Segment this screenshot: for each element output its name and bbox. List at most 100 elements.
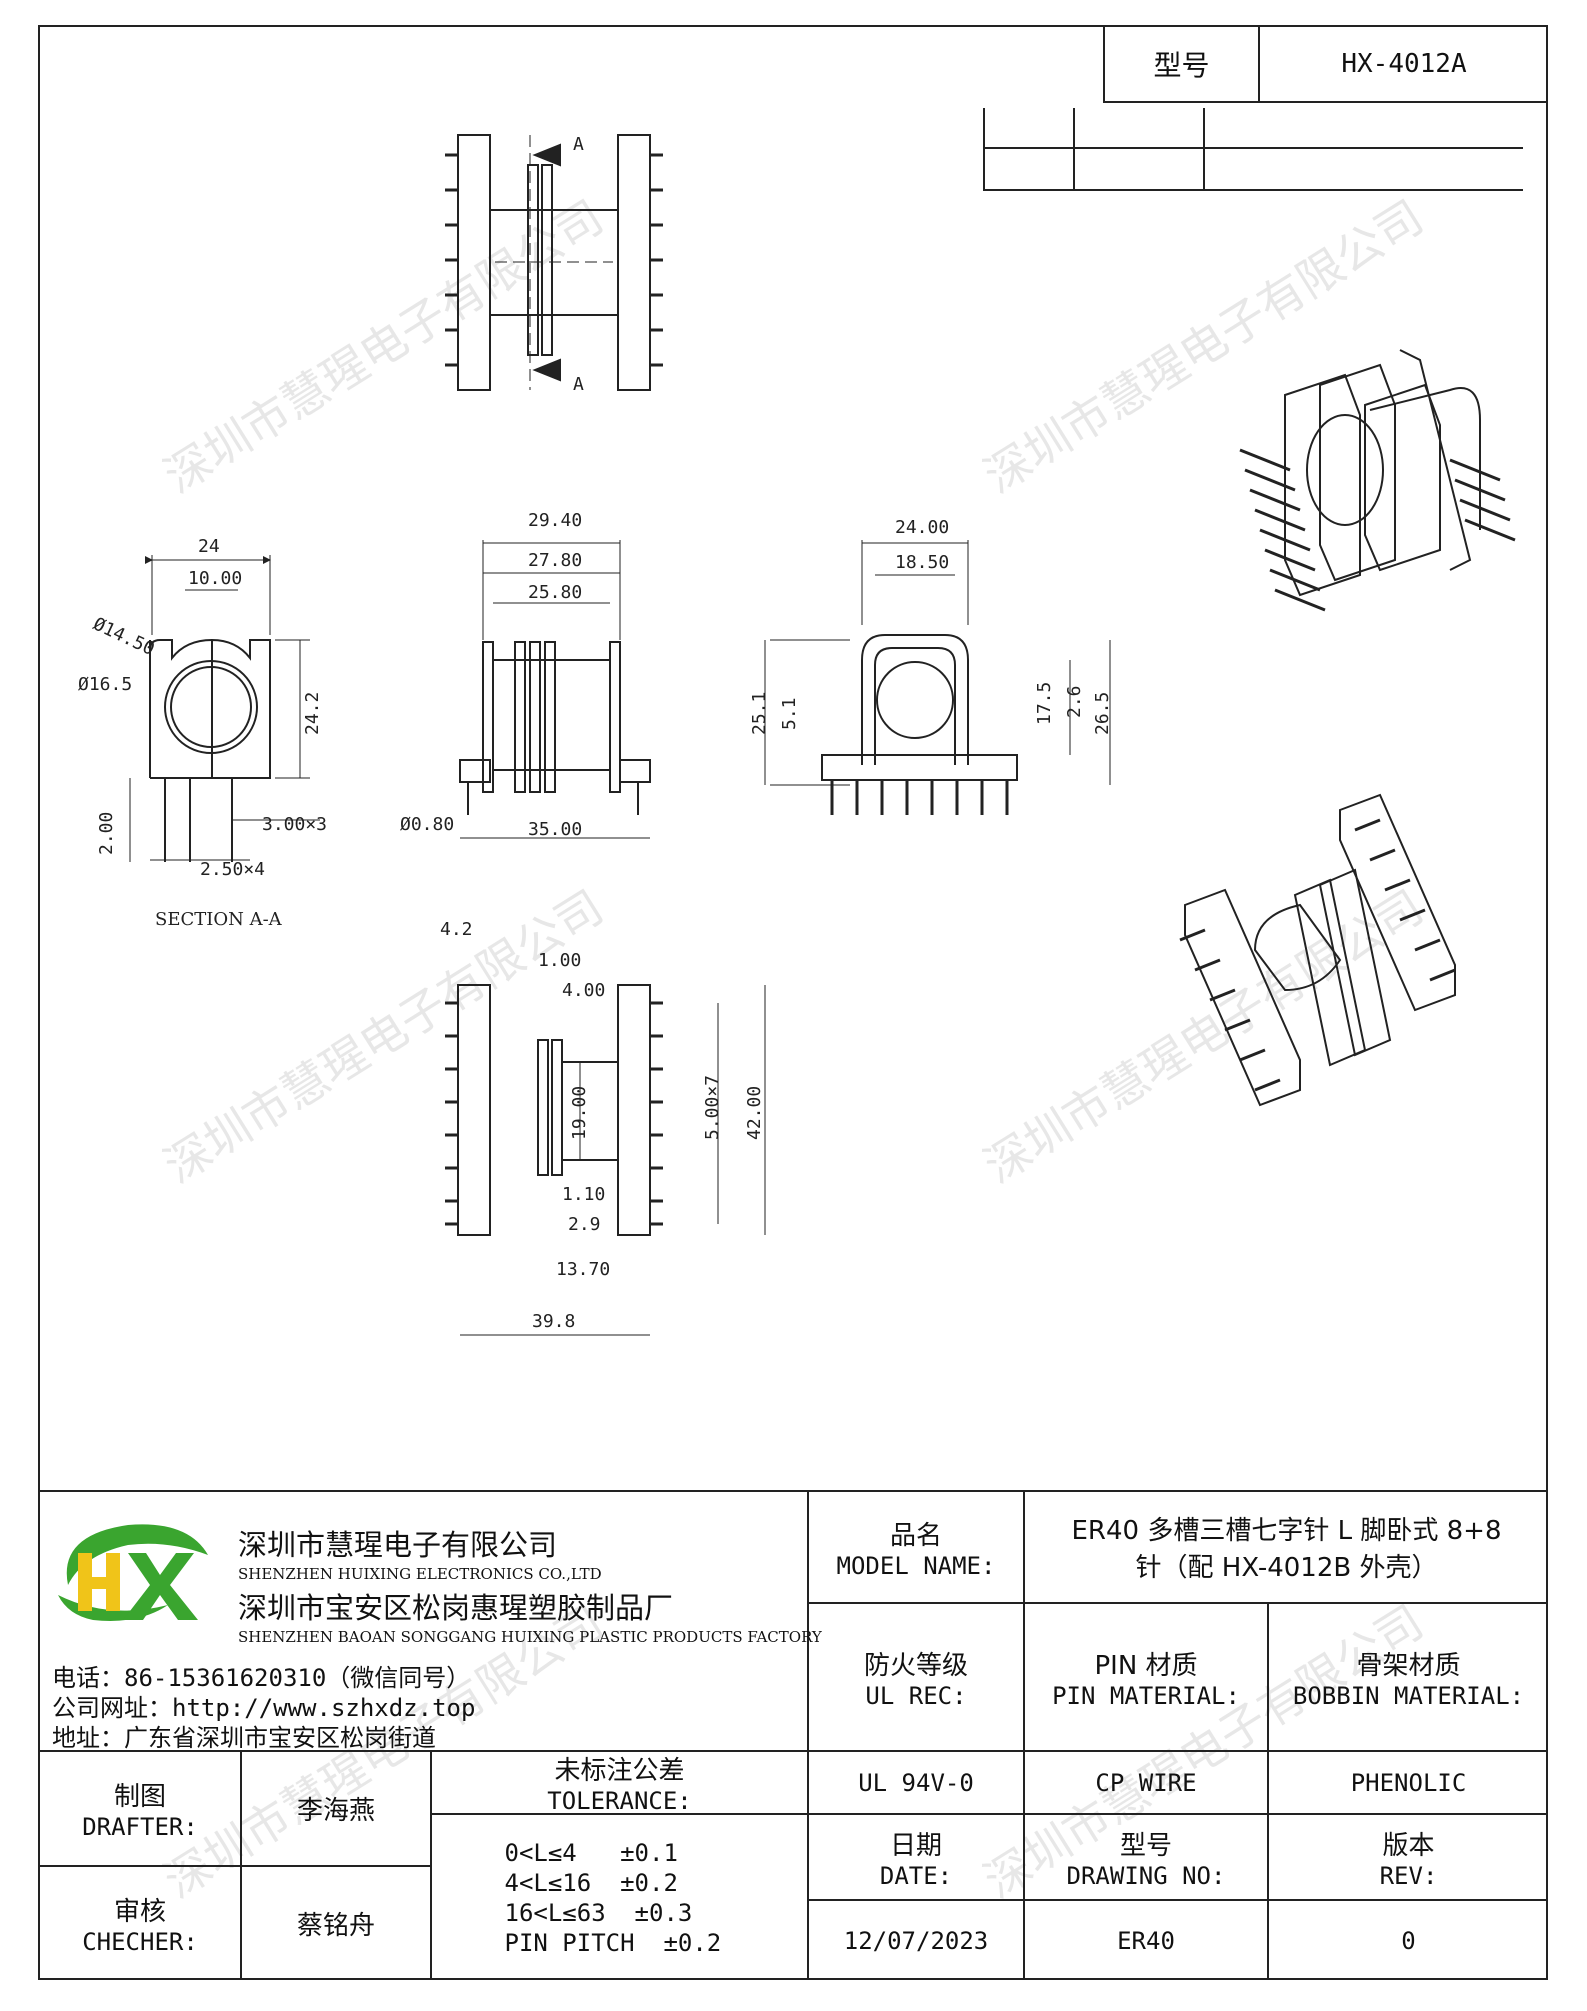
dim-label: 3.00×3 <box>262 814 327 835</box>
drafter-name: 李海燕 <box>296 1796 375 1826</box>
dim-label: 4.00 <box>562 980 605 1001</box>
header-bottom <box>1103 101 1548 103</box>
tolerance-row: PIN PITCH ±0.2 <box>504 1928 722 1957</box>
rev-cn: 版本 <box>1382 1830 1435 1861</box>
tolerance-row: 16<L≤63 ±0.3 <box>504 1898 693 1927</box>
rev-label: 版本 REV: <box>1269 1815 1548 1899</box>
section-label: SECTION A-A <box>155 909 283 930</box>
dim-label: 17.5 <box>1034 682 1055 725</box>
checker-name: 蔡铭舟 <box>296 1911 375 1941</box>
dim-label: 1.10 <box>562 1184 605 1205</box>
drafter-en: DRAFTER: <box>82 1813 198 1841</box>
header-mid <box>1258 25 1260 103</box>
pin-material-label: PIN 材质 PIN MATERIAL: <box>1025 1604 1267 1750</box>
dim-label: 2.50×4 <box>200 859 265 880</box>
tolerance-cn: 未标注公差 <box>554 1756 685 1786</box>
dim-label: Ø0.80 <box>400 814 454 835</box>
model-name-value-line2: 针（配 HX-4012B 外壳） <box>1135 1553 1438 1583</box>
title-block-line <box>38 1865 430 1867</box>
ul-rec-label: 防火等级 UL REC: <box>809 1604 1023 1750</box>
rev-value: 0 <box>1401 1926 1416 1955</box>
company-phone: 电话：86-15361620310（微信同号） <box>52 1664 471 1692</box>
ul-rec-value: UL 94V-0 <box>858 1768 974 1797</box>
front-view <box>459 540 651 839</box>
header-model-label: 型号 <box>1153 49 1210 82</box>
company-name-en: SHENZHEN HUIXING ELECTRONICS CO.,LTD <box>238 1565 602 1583</box>
title-block-line <box>807 1899 1548 1901</box>
model-name-label: 品名 MODEL NAME: <box>809 1492 1023 1602</box>
dim-label: 4.2 <box>440 919 473 940</box>
model-name-value-line1: ER40 多槽三槽七字针 L 脚卧式 8+8 <box>1071 1516 1502 1546</box>
title-block-line <box>38 1750 1548 1752</box>
section-view <box>129 555 320 862</box>
dim-label: 13.70 <box>556 1259 610 1280</box>
dim-label: 2.6 <box>1064 685 1085 718</box>
rev-table-line <box>983 147 1523 149</box>
drawing-no-value: ER40 <box>1117 1926 1175 1955</box>
pin-material-value: CP WIRE <box>1095 1768 1197 1797</box>
bobbin-material-en: BOBBIN MATERIAL: <box>1292 1681 1525 1710</box>
model-name-value: ER40 多槽三槽七字针 L 脚卧式 8+8 针（配 HX-4012B 外壳） <box>1025 1492 1548 1602</box>
drawing-frame <box>38 25 1548 1980</box>
drafter-cn: 制图 <box>113 1782 166 1812</box>
dim-label: 5.1 <box>779 697 800 730</box>
section-marker-label: A <box>573 134 584 155</box>
dim-label: 19.00 <box>569 1086 590 1140</box>
drawing-no-en: DRAWING NO: <box>1066 1861 1226 1890</box>
drawing-svg: A A 24 10.00 Ø14.50 Ø16.5 24.2 2.00 3.00… <box>78 134 1516 1336</box>
top-view <box>445 134 663 391</box>
drawing-no-label: 型号 DRAWING NO: <box>1025 1815 1267 1899</box>
model-name-en: MODEL NAME: <box>836 1551 996 1580</box>
model-name-cn: 品名 <box>889 1520 942 1551</box>
section-marker-label: A <box>573 374 584 395</box>
bobbin-material-label: 骨架材质 BOBBIN MATERIAL: <box>1269 1604 1548 1750</box>
isometric-view-2 <box>1179 793 1456 1107</box>
drafter-label: 制图 DRAFTER: <box>40 1752 240 1865</box>
factory-name-en: SHENZHEN BAOAN SONGGANG HUIXING PLASTIC … <box>238 1628 822 1646</box>
ul-rec-en: UL REC: <box>865 1681 967 1710</box>
ul-rec-cn: 防火等级 <box>863 1650 968 1681</box>
header-model-value: HX-4012A <box>1341 49 1467 79</box>
title-block-divider <box>807 1490 809 1980</box>
company-address: 地址：广东省深圳市宝安区松岗街道 <box>52 1724 436 1752</box>
pin-material-en: PIN MATERIAL: <box>1052 1681 1240 1710</box>
date-label: 日期 DATE: <box>809 1815 1023 1899</box>
title-block-divider <box>1023 1490 1025 1980</box>
company-name-cn: 深圳市慧瑆电子有限公司 <box>238 1528 558 1562</box>
tolerance-values: 0<L≤4 ±0.1 4<L≤16 ±0.2 16<L≤63 ±0.3 PIN … <box>432 1815 807 1980</box>
factory-name-cn: 深圳市宝安区松岗惠瑆塑胶制品厂 <box>238 1591 674 1625</box>
dim-label: 27.80 <box>528 550 582 571</box>
tolerance-row: 4<L≤16 ±0.2 <box>504 1868 678 1897</box>
checker-label: 审核 CHECHER: <box>40 1867 240 1980</box>
dim-label: 24.00 <box>895 517 949 538</box>
dim-label: 10.00 <box>188 568 242 589</box>
title-block-line <box>430 1813 807 1815</box>
bobbin-material-value: PHENOLIC <box>1350 1768 1467 1797</box>
dim-label: 18.50 <box>895 552 949 573</box>
dim-label: 29.40 <box>528 510 582 531</box>
title-block-line <box>807 1602 1548 1604</box>
tolerance-en: TOLERANCE: <box>547 1787 692 1815</box>
date-en: DATE: <box>879 1861 953 1890</box>
dim-label: 26.5 <box>1092 692 1113 735</box>
checker-cn: 审核 <box>113 1897 166 1927</box>
dim-label: 39.8 <box>532 1311 575 1332</box>
dim-label: 42.00 <box>744 1086 765 1140</box>
company-website[interactable]: 公司网址：http://www.szhxdz.top <box>52 1694 476 1722</box>
dim-label: 2.9 <box>568 1214 601 1235</box>
rev-table-line <box>1073 108 1075 191</box>
date-cn: 日期 <box>889 1830 942 1861</box>
date-value: 12/07/2023 <box>843 1926 989 1955</box>
rev-table-line <box>983 189 1523 191</box>
rev-table-line <box>1203 108 1205 191</box>
bobbin-material-cn: 骨架材质 <box>1356 1650 1461 1681</box>
technical-drawing: A A 24 10.00 Ø14.50 Ø16.5 24.2 2.00 3.00… <box>78 134 1516 1336</box>
side-view <box>764 540 1111 815</box>
pin-material-cn: PIN 材质 <box>1094 1650 1198 1681</box>
dim-label: 24.2 <box>302 692 323 735</box>
rev-en: REV: <box>1379 1861 1438 1890</box>
dim-label: 35.00 <box>528 819 582 840</box>
dim-label: 1.00 <box>538 950 581 971</box>
rev-table-line <box>983 108 985 191</box>
title-block-top <box>38 1490 1548 1492</box>
